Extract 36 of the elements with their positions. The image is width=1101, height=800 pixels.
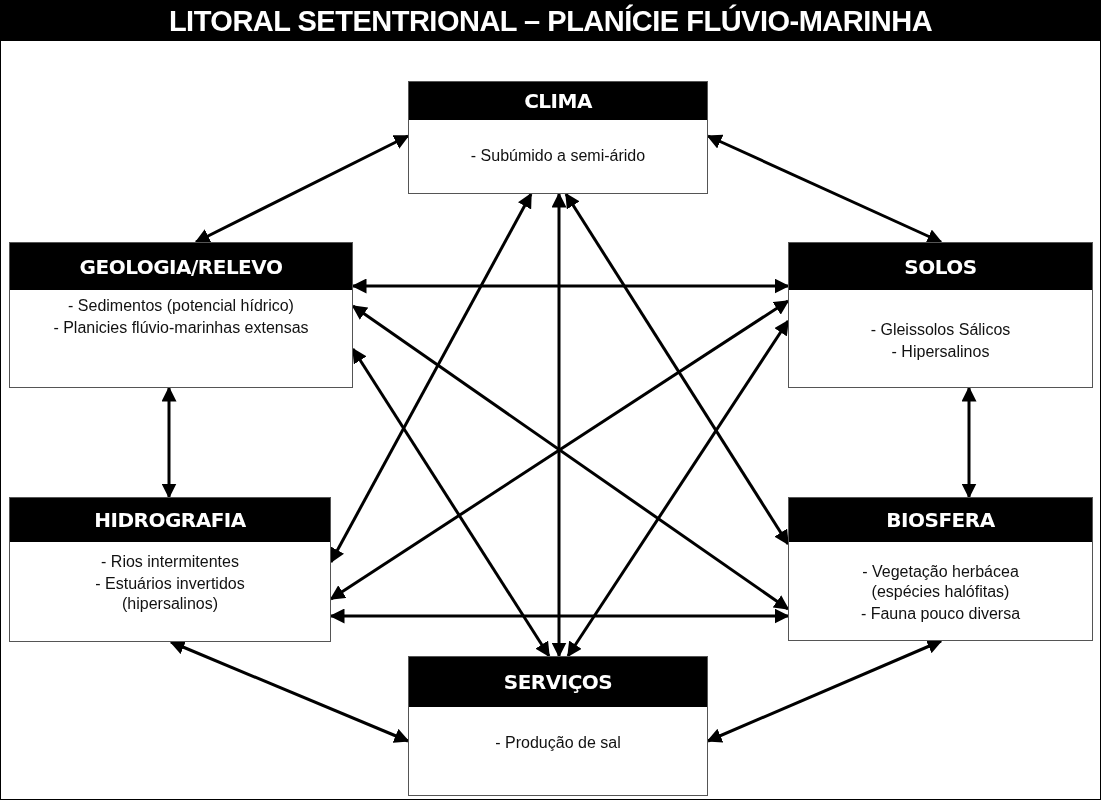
box-heading: SERVIÇOS — [409, 657, 707, 707]
bullet-item: - Sedimentos (potencial hídrico) — [68, 296, 294, 316]
bullet-item: - Rios intermitentes — [101, 552, 239, 572]
double-arrow — [169, 640, 410, 743]
double-arrow — [564, 192, 790, 546]
bullet-item: - Produção de sal — [495, 733, 621, 753]
double-arrow — [706, 134, 943, 244]
title-bar: LITORAL SETENTRIONAL – PLANÍCIE FLÚVIO-MARINHA — [1, 1, 1100, 41]
double-arrow — [351, 278, 790, 294]
box-heading: BIOSFERA — [789, 498, 1092, 542]
box-heading: CLIMA — [409, 82, 707, 120]
bullet-item: - Subúmido a semi-árido — [470, 146, 646, 166]
double-arrow — [566, 319, 790, 658]
topic-box — [788, 242, 1093, 388]
double-arrow — [194, 134, 410, 244]
topic-box — [9, 242, 353, 388]
topic-box — [788, 497, 1093, 641]
box-heading: HIDROGRAFIA — [10, 498, 330, 542]
bullet-item: - Hipersalinos — [891, 342, 990, 362]
double-arrow — [329, 608, 790, 624]
double-arrow — [161, 386, 177, 499]
double-arrow — [961, 386, 977, 499]
box-heading: SOLOS — [789, 243, 1092, 290]
bullet-item: - Fauna pouco diversa — [860, 604, 1021, 624]
bullet-item: - Gleissolos Sálicos — [870, 320, 1011, 340]
box-heading: GEOLOGIA/RELEVO — [10, 243, 352, 290]
topic-box — [408, 81, 708, 194]
bullet-item: - Estuários invertidos (hipersalinos) — [94, 574, 246, 614]
double-arrow — [329, 192, 533, 564]
topic-box — [408, 656, 708, 796]
double-arrow — [351, 347, 551, 658]
bullet-item: - Planicies flúvio-marinhas extensas — [53, 318, 309, 338]
bullet-item: - Vegetação herbácea (espécies halófitas) — [861, 562, 1020, 602]
double-arrow — [706, 639, 943, 743]
double-arrow — [551, 192, 567, 658]
topic-box — [9, 497, 331, 642]
